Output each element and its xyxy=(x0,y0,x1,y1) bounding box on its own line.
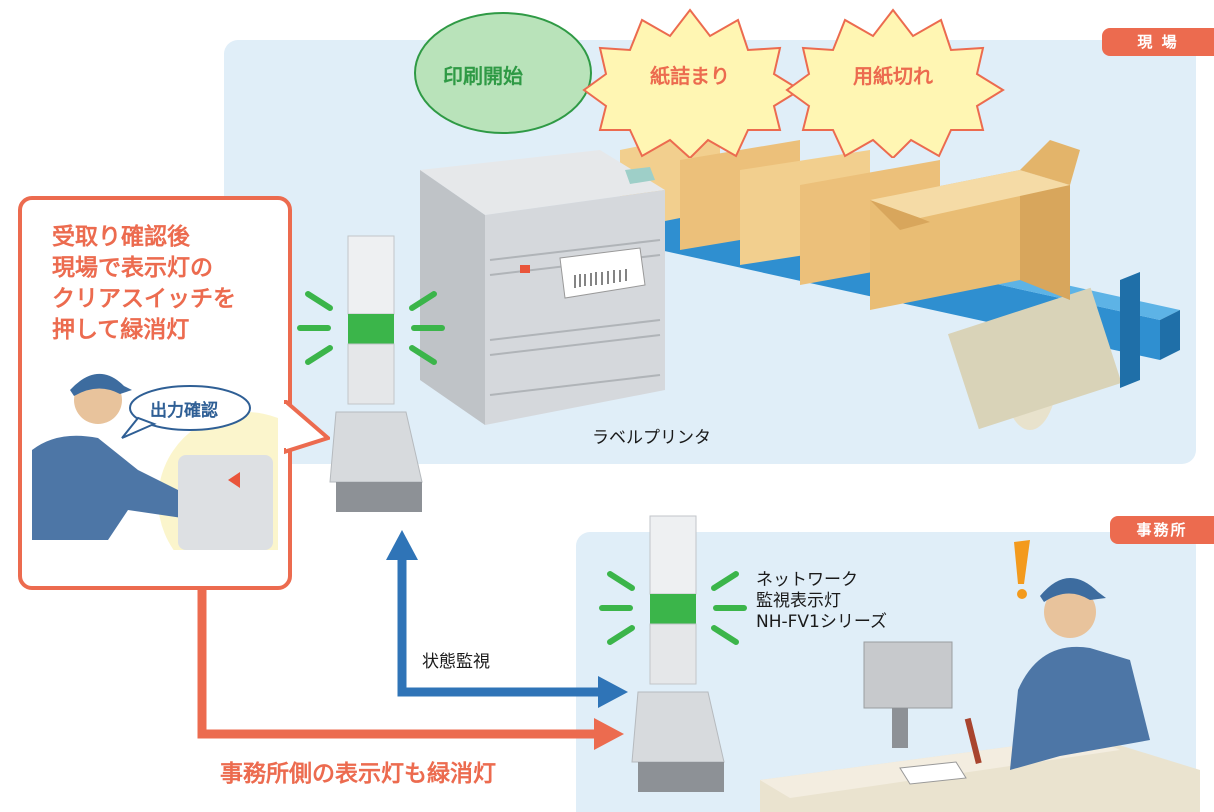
device-label: ネットワーク 監視表示灯 NH-FV1シリーズ xyxy=(756,570,888,632)
field-worker-illustration xyxy=(32,373,278,550)
speech-bubble xyxy=(121,385,251,439)
office-worker-illustration xyxy=(760,540,1200,812)
speech-text: 出力確認 xyxy=(150,401,218,421)
monitoring-label: 状態監視 xyxy=(422,652,490,672)
signal-tower-icon xyxy=(599,515,747,792)
label-printer-illustration xyxy=(420,150,665,425)
callout-text: 受取り確認後 現場で表示灯の クリアスイッチを 押して緑消灯 xyxy=(52,224,236,343)
event-start: 印刷開始 xyxy=(443,64,523,88)
jam-starburst xyxy=(582,8,802,158)
office-tag: 事務所 xyxy=(1110,516,1214,544)
event-shapes xyxy=(414,8,1005,158)
exclamation-icon xyxy=(1014,540,1030,584)
event-jam: 紙詰まり xyxy=(650,64,730,88)
signal-tower-icon xyxy=(297,235,445,512)
site-tag: 現 場 xyxy=(1102,28,1214,56)
office-off-label: 事務所側の表示灯も緑消灯 xyxy=(220,761,496,787)
callout-pointer xyxy=(284,400,330,455)
printer-label: ラベルプリンタ xyxy=(592,428,711,448)
paper-out-starburst xyxy=(785,8,1005,158)
event-out-of-paper: 用紙切れ xyxy=(853,64,933,88)
